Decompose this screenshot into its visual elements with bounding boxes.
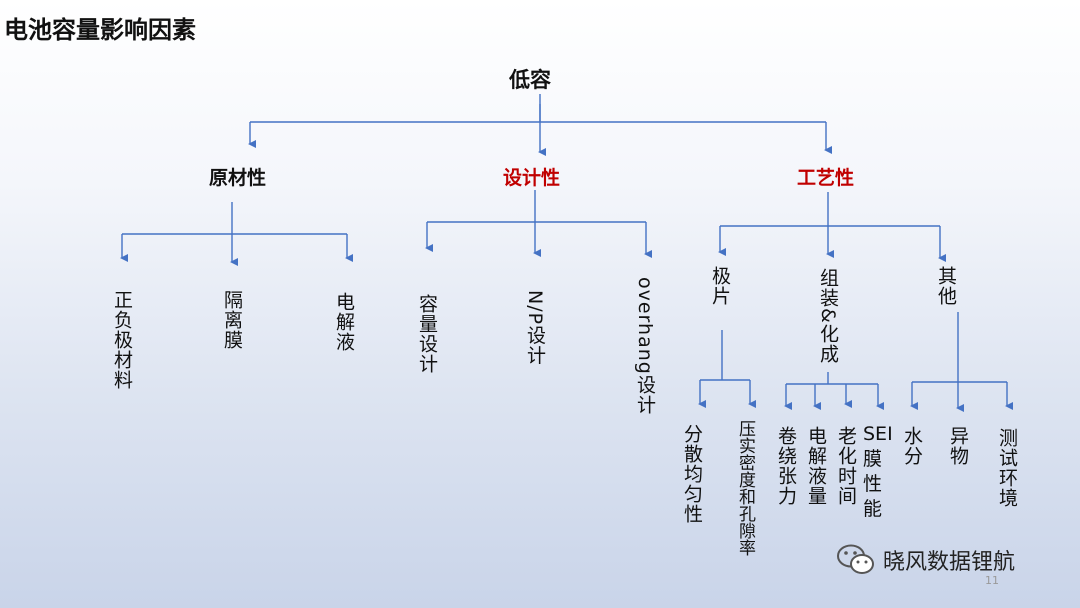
node-design: 设计性 <box>503 167 561 189</box>
leaf-anode-cathode-material: 正负极材料 <box>111 290 133 390</box>
leaf-electrolyte: 电解液 <box>333 292 355 352</box>
slide-title: 电池容量影响因素 <box>4 16 196 44</box>
leaf-capacity-design: 容量设计 <box>416 294 438 374</box>
leaf-test-environment: 测试环境 <box>996 428 1018 508</box>
leaf-moisture: 水分 <box>901 426 923 466</box>
node-process: 工艺性 <box>797 167 855 189</box>
leaf-np-design: N/P设计 <box>524 290 546 366</box>
leaf-separator: 隔离膜 <box>221 290 243 350</box>
root-node: 低容 <box>509 68 551 92</box>
node-electrode: 极片 <box>709 266 731 306</box>
node-material: 原材性 <box>209 167 267 189</box>
page-number: 11 <box>985 574 999 587</box>
leaf-compaction-porosity: 压实密度和孔隙率 <box>735 420 755 556</box>
node-assembly-formation: 组装&化成 <box>817 268 839 364</box>
leaf-aging-time: 老化时间 <box>835 426 857 506</box>
watermark-text: 晓风数据锂航 <box>883 550 1016 575</box>
leaf-electrolyte-amount: 电解液量 <box>805 426 827 506</box>
node-other: 其他 <box>935 266 957 306</box>
leaf-impurity: 异物 <box>947 426 969 466</box>
wechat-icon <box>837 544 874 574</box>
leaf-winding-tension: 卷绕张力 <box>775 426 797 506</box>
leaf-sei-performance: SEI膜性能 <box>863 423 893 520</box>
leaf-overhang-design: overhang设计 <box>634 277 656 415</box>
leaf-dispersion-uniformity: 分散均匀性 <box>681 424 703 524</box>
